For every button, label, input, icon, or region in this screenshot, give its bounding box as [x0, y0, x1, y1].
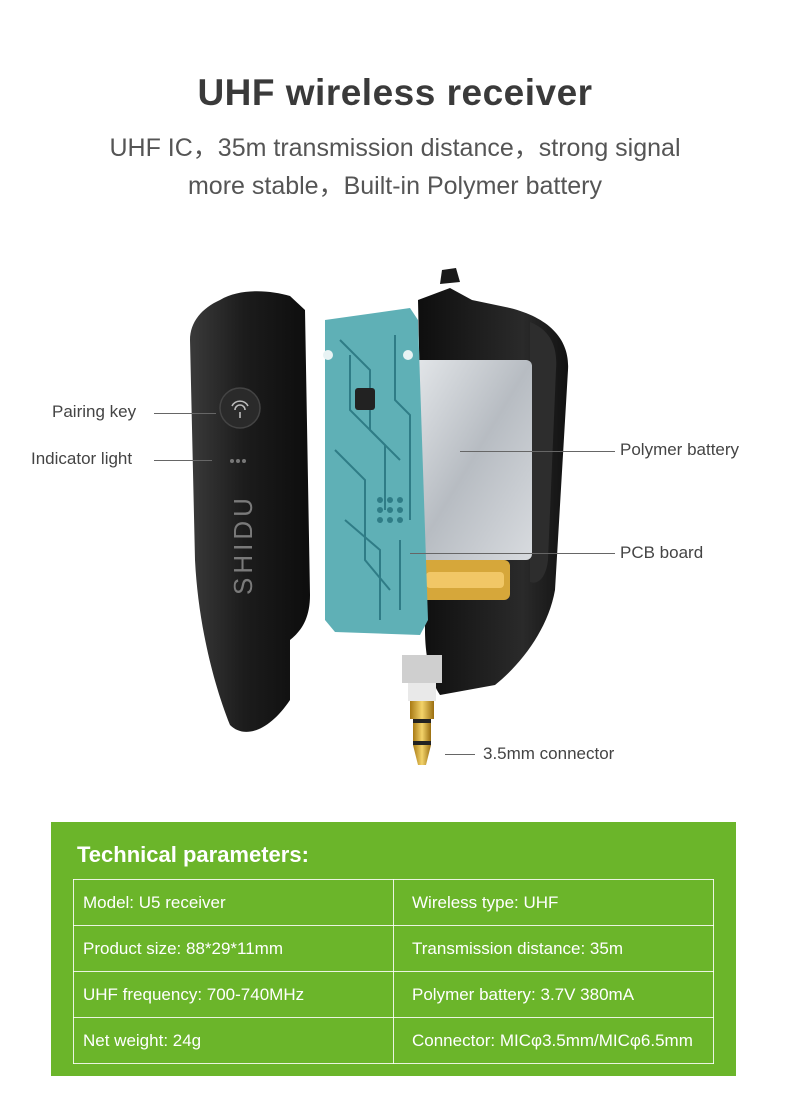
callout-pcb-board: PCB board — [620, 543, 704, 562]
spec-cell: Polymer battery: 3.7V 380mA — [393, 971, 714, 1018]
specs-title: Technical parameters: — [77, 842, 309, 867]
callout-indicator-light: Indicator light — [31, 449, 133, 468]
table-row: UHF frequency: 700-740MHz Polymer batter… — [73, 971, 714, 1018]
spec-cell: Model: U5 receiver — [73, 879, 394, 926]
jack-connector — [402, 655, 442, 765]
subtitle-line-2: more stable，Built-in Polymer battery — [187, 172, 603, 200]
callout-polymer-battery: Polymer battery — [620, 440, 740, 459]
table-row: Net weight: 24g Connector: MICφ3.5mm/MIC… — [73, 1017, 714, 1064]
pairing-key-button — [219, 387, 261, 429]
pcb-board — [323, 308, 428, 635]
spec-cell: Product size: 88*29*11mm — [73, 925, 394, 972]
polymer-battery — [412, 360, 532, 560]
receiver-exploded-illustration: SHIDU — [190, 268, 569, 765]
technical-parameters-panel: Technical parameters: Model: U5 receiver… — [51, 822, 736, 1076]
table-row: Product size: 88*29*11mm Transmission di… — [73, 925, 714, 972]
spec-cell: Connector: MICφ3.5mm/MICφ6.5mm — [393, 1017, 714, 1064]
leader-connector — [445, 754, 475, 755]
spec-cell: Net weight: 24g — [73, 1017, 394, 1064]
subtitle-line-1: UHF IC，35m transmission distance，strong … — [109, 134, 681, 162]
spec-cell: Transmission distance: 35m — [393, 925, 714, 972]
page-title: UHF wireless receiver — [197, 72, 593, 113]
callout-pairing-key: Pairing key — [52, 402, 137, 421]
brand-text: SHIDU — [228, 494, 258, 595]
front-housing: SHIDU — [190, 291, 310, 732]
table-row: Model: U5 receiver Wireless type: UHF — [73, 879, 714, 926]
leader-polymer-battery — [460, 451, 615, 452]
leader-pcb-board — [410, 553, 615, 554]
leader-pairing-key — [154, 413, 216, 414]
spec-cell: Wireless type: UHF — [393, 879, 714, 926]
leader-indicator-light — [154, 460, 212, 461]
indicator-light — [230, 459, 246, 463]
callout-connector: 3.5mm connector — [483, 744, 615, 763]
spec-cell: UHF frequency: 700-740MHz — [73, 971, 394, 1018]
specs-table: Model: U5 receiver Wireless type: UHF Pr… — [73, 879, 714, 1064]
